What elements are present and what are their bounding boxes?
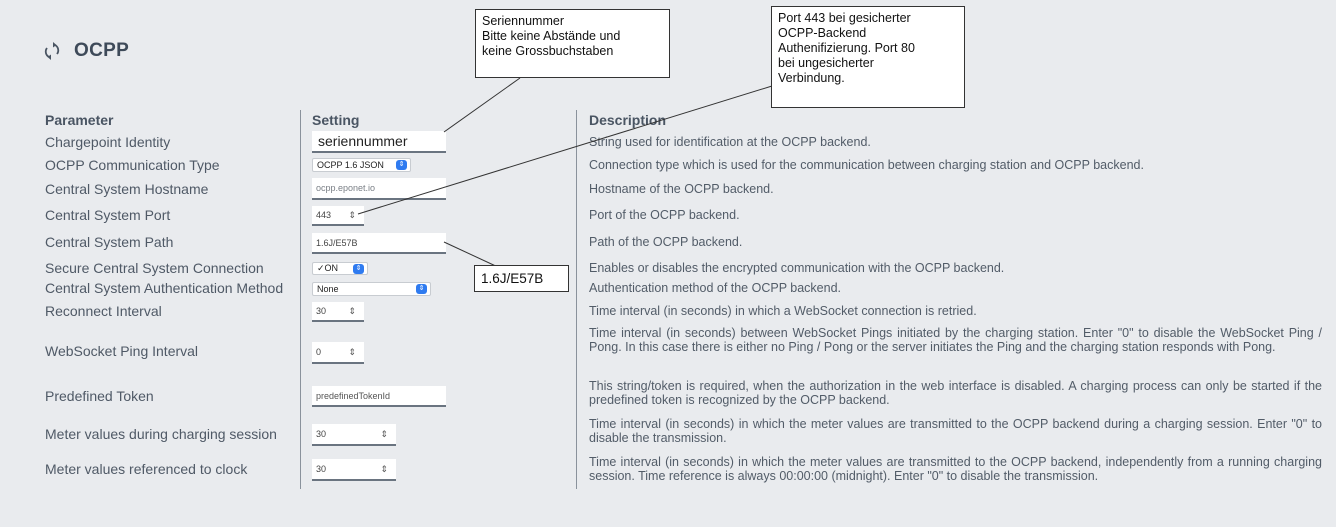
param-label: Meter values during charging session — [45, 426, 277, 442]
description-text: This string/token is required, when the … — [589, 379, 1322, 407]
param-label: WebSocket Ping Interval — [45, 343, 199, 359]
param-label: Chargepoint Identity — [45, 134, 171, 150]
description-text: Hostname of the OCPP backend. — [589, 182, 774, 196]
description-text: Time interval (in seconds) between WebSo… — [589, 326, 1322, 354]
reconnect-interval-stepper[interactable]: 30 ⇕ — [312, 302, 364, 322]
column-divider — [300, 110, 301, 489]
page-header: OCPP — [44, 40, 129, 62]
column-header-description: Description — [589, 112, 667, 128]
port-stepper[interactable]: 443 ⇕ — [312, 206, 364, 226]
chevron-up-down-icon: ⇕ — [416, 284, 427, 294]
page-title: OCPP — [74, 40, 130, 61]
chargepoint-identity-input[interactable]: seriennummer — [312, 131, 446, 153]
sync-arrows-icon — [44, 42, 60, 60]
description-text: Time interval (in seconds) in which the … — [589, 417, 1322, 445]
description-text: Time interval (in seconds) in which the … — [589, 455, 1322, 483]
param-label: Central System Authentication Method — [45, 280, 284, 296]
param-label: Reconnect Interval — [45, 303, 162, 319]
param-label: OCPP Communication Type — [45, 157, 220, 173]
description-text: Time interval (in seconds) in which a We… — [589, 304, 977, 318]
callout-port-info: Port 443 bei gesicherter OCPP-Backend Au… — [771, 6, 965, 108]
param-label: Predefined Token — [45, 388, 154, 404]
communication-type-select[interactable]: OCPP 1.6 JSON ⇕ — [312, 158, 411, 172]
callout-serial-number: Seriennummer Bitte keine Abstände und ke… — [475, 9, 670, 78]
stepper-arrows-icon[interactable]: ⇕ — [380, 428, 388, 439]
description-text: String used for identification at the OC… — [589, 135, 871, 149]
meter-values-clock-stepper[interactable]: 30 ⇕ — [312, 459, 396, 481]
column-divider — [576, 110, 577, 489]
predefined-token-input[interactable]: predefinedTokenId — [312, 386, 446, 407]
ping-interval-stepper[interactable]: 0 ⇕ — [312, 342, 364, 364]
param-label: Central System Path — [45, 234, 174, 250]
hostname-input[interactable]: ocpp.eponet.io — [312, 178, 446, 200]
param-label: Central System Port — [45, 207, 171, 223]
stepper-arrows-icon[interactable]: ⇕ — [348, 305, 356, 316]
param-label: Central System Hostname — [45, 181, 209, 197]
secure-connection-select[interactable]: ✓ON ⇕ — [312, 262, 368, 275]
authentication-method-select[interactable]: None ⇕ — [312, 282, 431, 296]
param-label: Meter values referenced to clock — [45, 461, 248, 477]
description-text: Port of the OCPP backend. — [589, 208, 740, 222]
meter-values-session-stepper[interactable]: 30 ⇕ — [312, 424, 396, 446]
stepper-arrows-icon[interactable]: ⇕ — [380, 463, 388, 474]
chevron-up-down-icon: ⇕ — [396, 160, 407, 170]
chevron-up-down-icon: ⇕ — [353, 263, 364, 274]
param-label: Secure Central System Connection — [45, 260, 264, 276]
path-input[interactable]: 1.6J/E57B — [312, 233, 446, 254]
stepper-arrows-icon[interactable]: ⇕ — [348, 346, 356, 357]
column-header-setting: Setting — [312, 112, 360, 128]
description-text: Authentication method of the OCPP backen… — [589, 281, 842, 295]
description-text: Path of the OCPP backend. — [589, 235, 743, 249]
description-text: Connection type which is used for the co… — [589, 158, 1144, 172]
callout-path: 1.6J/E57B — [474, 265, 569, 292]
stepper-arrows-icon[interactable]: ⇕ — [348, 209, 356, 220]
column-header-parameter: Parameter — [45, 112, 114, 128]
description-text: Enables or disables the encrypted commun… — [589, 261, 1005, 275]
